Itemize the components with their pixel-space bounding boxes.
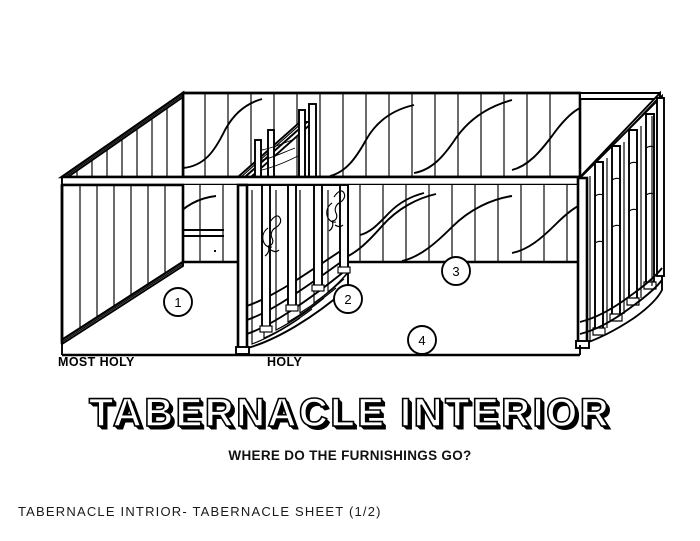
entrance-pillar-ties	[594, 145, 655, 244]
veil-partition	[235, 183, 351, 355]
page-subtitle: WHERE DO THE FURNISHINGS GO?	[228, 448, 472, 463]
callout-label-1: 1	[174, 295, 181, 310]
veil-fold-lines	[251, 190, 349, 345]
left-side-wall-seams	[79, 185, 166, 329]
room-label-most-holy: MOST HOLY	[58, 355, 135, 369]
entrance-curtain-hem	[579, 267, 663, 335]
callout-label-2: 2	[344, 292, 351, 307]
cherub-figure-icon-2	[326, 190, 346, 232]
page-title: TABERNACLE INTERIOR	[88, 391, 612, 435]
left-side-wall	[60, 183, 185, 346]
entrance-curtain-folds	[589, 116, 653, 342]
callout-circle-4[interactable]: 4	[407, 325, 437, 355]
room-label-row: MOST HOLY HOLY	[0, 355, 700, 375]
cherub-figure-icon	[262, 215, 282, 257]
tabernacle-interior-diagram: .ln { stroke:#000; fill:none; stroke-lin…	[57, 90, 665, 357]
entrance-screen	[575, 90, 665, 349]
callout-circle-1[interactable]: 1	[163, 287, 193, 317]
callout-label-3: 3	[452, 264, 459, 279]
far-wall-upper	[181, 91, 582, 179]
veil-top-posts	[254, 103, 317, 177]
callout-label-4: 4	[418, 333, 425, 348]
left-wall-upper-perspective	[57, 90, 185, 183]
callout-circle-3[interactable]: 3	[441, 256, 471, 286]
title-block: TABERNACLE INTERIOR WHERE DO THE FURNISH…	[0, 391, 700, 463]
footer-caption: TABERNACLE INTRIOR- TABERNACLE SHEET (1/…	[18, 504, 382, 519]
far-wall-cloth-drape	[183, 98, 580, 177]
room-label-holy: HOLY	[267, 355, 303, 369]
veil-posts	[235, 183, 351, 355]
floor-front-edge	[61, 340, 581, 357]
callout-circle-2[interactable]: 2	[333, 284, 363, 314]
veil-top-fold-lines	[261, 139, 299, 171]
